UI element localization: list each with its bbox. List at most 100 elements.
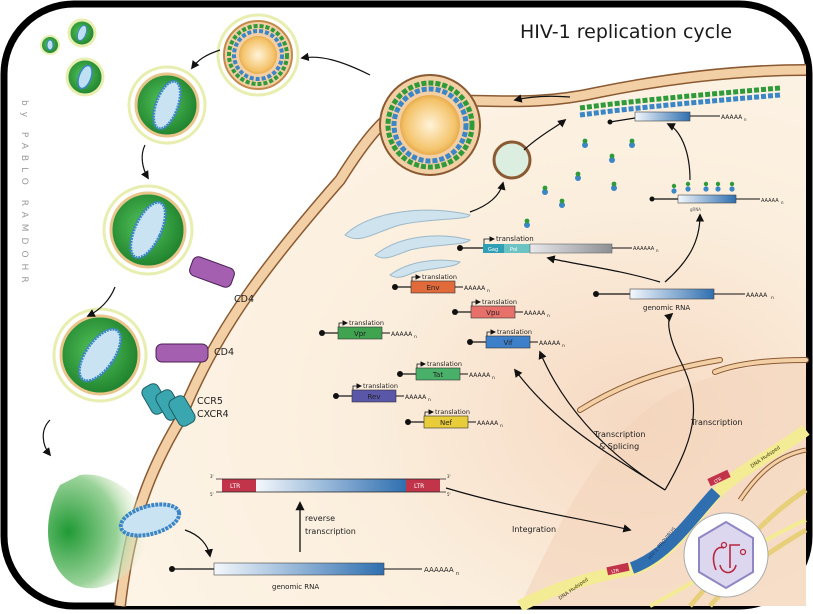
dna-5prime-right: 5' xyxy=(447,492,451,497)
transcription-arrow xyxy=(664,312,695,491)
polya-tail: AAAAA xyxy=(524,310,546,317)
integrated-ltr-right xyxy=(707,469,731,487)
gagpol-polya: AAAAAA xyxy=(633,246,655,252)
membrane-rna-polya: AAAAA xyxy=(721,114,743,121)
pol-segment-label: Pol xyxy=(510,247,517,253)
integration-arrow xyxy=(445,487,632,533)
translation-label: translation xyxy=(482,298,517,306)
polya-sub: n xyxy=(487,289,490,294)
gene-label-rev: Rev xyxy=(368,393,381,401)
membrane-rna-polya-sub: n xyxy=(744,117,747,122)
golgi-apparatus xyxy=(344,209,471,278)
ccr5-label: CCR5 xyxy=(197,396,223,407)
genomic-rna-incoming: AAAAAA n genomic RNA xyxy=(169,562,459,591)
grna-polya-sub: n xyxy=(781,200,784,205)
coreceptor-ccr5-cxcr4 xyxy=(141,383,196,427)
membrane-genomic-rna: AAAAA n xyxy=(607,111,747,125)
uncoating-arrow xyxy=(184,529,213,558)
maturation-arrow xyxy=(190,49,221,70)
mature-virion-small xyxy=(40,35,60,55)
transcription-splicing-label-1: Transcription xyxy=(593,430,645,439)
incoming-rna-polya: AAAAAA xyxy=(424,566,454,574)
gene-label-vif: Vif xyxy=(503,339,513,347)
ltr-right-label: LTR xyxy=(414,483,424,490)
gagpol-translation-label: translation xyxy=(496,235,534,243)
viral-entry-fusion xyxy=(48,474,182,589)
mature-virion-small xyxy=(67,18,97,48)
translation-label: translation xyxy=(422,273,457,281)
cd4-label-lower: CD4 xyxy=(214,347,234,358)
splicing-arrow-vif xyxy=(538,350,666,491)
polya-sub: n xyxy=(500,424,503,429)
vesicle-to-membrane-arrow xyxy=(523,118,567,151)
translation-label: translation xyxy=(497,328,532,336)
golgi-to-vesicle-arrow xyxy=(469,181,506,213)
reverse-transcription-label-1: reverse xyxy=(305,514,335,523)
polya-tail: AAAAA xyxy=(469,372,491,379)
author-credit: by PABLO RAMDOHR xyxy=(19,100,29,289)
grna-with-gag: AAAAA n gRNA xyxy=(649,181,784,212)
gene-label-tat: Tat xyxy=(432,371,443,379)
grna-label: gRNA xyxy=(690,207,701,212)
dna-5prime-left: 5' xyxy=(210,492,214,497)
gene-label-vpu: Vpu xyxy=(486,309,500,317)
virion-fusing xyxy=(52,307,148,403)
polya-tail: AAAAA xyxy=(477,420,499,427)
integrated-ltr-right-label: LTR xyxy=(713,476,723,485)
grna-polya: AAAAA xyxy=(761,198,779,204)
cd4-receptor-lower xyxy=(155,343,209,363)
diagram-title: HIV-1 replication cycle xyxy=(520,21,732,43)
incoming-rna-polya-sub: n xyxy=(456,571,459,577)
reverse-transcription-label-2: transcription xyxy=(305,527,356,536)
cd4-receptor-upper xyxy=(189,256,235,288)
gagpol-arrow xyxy=(546,255,661,283)
virion-attaching xyxy=(102,184,194,276)
dna-3prime-left: 3' xyxy=(210,474,214,479)
grna-arrow xyxy=(664,213,705,283)
translation-label: translation xyxy=(427,360,462,368)
genomic-rna-polya-sub: n xyxy=(771,296,774,301)
gene-label-env: Env xyxy=(426,284,439,292)
transcription-splicing-label-2: & Splicing xyxy=(599,442,639,451)
fusion-arrow xyxy=(42,419,52,457)
binding-arrow xyxy=(86,286,116,317)
transcription-label: Transcription xyxy=(690,418,742,427)
gag-pol-transcript: Gag Pol AAAAAA n translation xyxy=(457,235,659,254)
immature-virion xyxy=(216,13,300,97)
polya-sub: n xyxy=(492,376,495,381)
genomic-rna-cytoplasmic: AAAAA n genomic RNA xyxy=(593,288,774,312)
gene-label-vpr: Vpr xyxy=(354,330,366,338)
assembly-to-budding-arrow xyxy=(513,94,571,103)
polya-tail: AAAAA xyxy=(464,285,486,292)
integrated-ltr-left xyxy=(606,562,630,576)
attachment-arrow xyxy=(140,144,149,180)
polya-tail: AAAAA xyxy=(405,394,427,401)
translation-label: translation xyxy=(435,408,470,416)
proviral-dna: LTR LTR 3' 5' 3' 5' xyxy=(210,474,451,497)
genomic-rna-polya: AAAAA xyxy=(746,292,768,299)
gag-proteins xyxy=(524,138,635,228)
env-transport-vesicle xyxy=(492,140,532,180)
gag-segment-label: Gag xyxy=(488,247,498,253)
assembly-arrow xyxy=(666,123,691,181)
polya-tail: AAAAA xyxy=(539,340,561,347)
gene-label-nef: Nef xyxy=(440,419,453,427)
integrated-ltr-left-label: LTR xyxy=(611,568,620,575)
cxcr4-label: CXCR4 xyxy=(197,409,229,420)
budding-release-arrow xyxy=(300,52,371,76)
budding-virion xyxy=(379,74,481,176)
incoming-rna-label: genomic RNA xyxy=(272,583,319,591)
polya-sub: n xyxy=(562,344,565,349)
polya-sub: n xyxy=(414,335,417,340)
genomic-rna-label: genomic RNA xyxy=(643,304,690,312)
